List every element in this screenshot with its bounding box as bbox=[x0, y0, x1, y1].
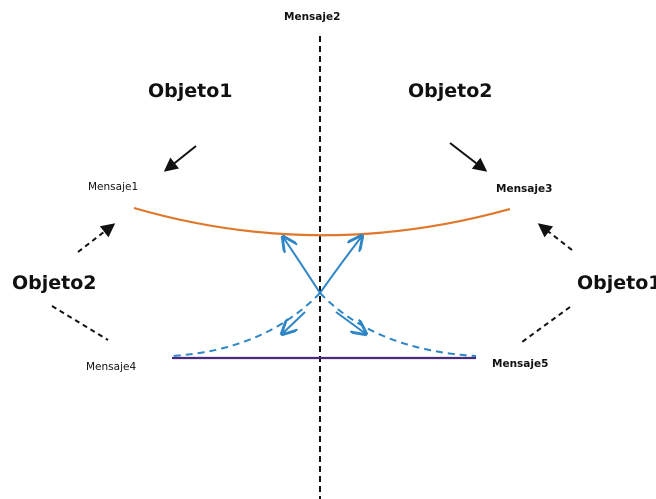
label-mensaje5: Mensaje5 bbox=[492, 358, 549, 370]
label-objeto1-top-left: Objeto1 bbox=[148, 80, 233, 102]
label-objeto2-top-right: Objeto2 bbox=[408, 80, 493, 102]
arrow-objeto1-to-mensaje1 bbox=[163, 145, 197, 172]
label-mensaje3: Mensaje3 bbox=[496, 183, 553, 195]
blue-dashed-right-curve bbox=[319, 292, 477, 357]
label-objeto2-mid-left: Objeto2 bbox=[12, 272, 97, 294]
dashed-line-objeto2-to-mensaje4 bbox=[51, 305, 109, 341]
blue-dashed-left-curve bbox=[171, 292, 321, 357]
dashed-arrow-objeto2-to-mensaje1 bbox=[77, 223, 116, 253]
label-mensaje4: Mensaje4 bbox=[86, 361, 137, 373]
blue-arrow-to-left-top bbox=[283, 237, 321, 294]
blue-dashed-left-arrowhead bbox=[282, 311, 306, 334]
label-mensaje1: Mensaje1 bbox=[88, 181, 139, 193]
arrow-objeto2-to-mensaje3 bbox=[449, 142, 488, 172]
label-objeto1-mid-right: Objeto1 bbox=[577, 272, 656, 294]
axis-label-mensaje2: Mensaje2 bbox=[284, 11, 341, 23]
blue-dashed-right-arrowhead bbox=[335, 311, 366, 334]
dashed-arrow-objeto1-to-mensaje3 bbox=[537, 223, 573, 251]
blue-arrow-to-right-top bbox=[319, 236, 362, 294]
top-orange-curve bbox=[133, 206, 511, 237]
dashed-line-objeto1-to-mensaje5 bbox=[521, 306, 571, 343]
